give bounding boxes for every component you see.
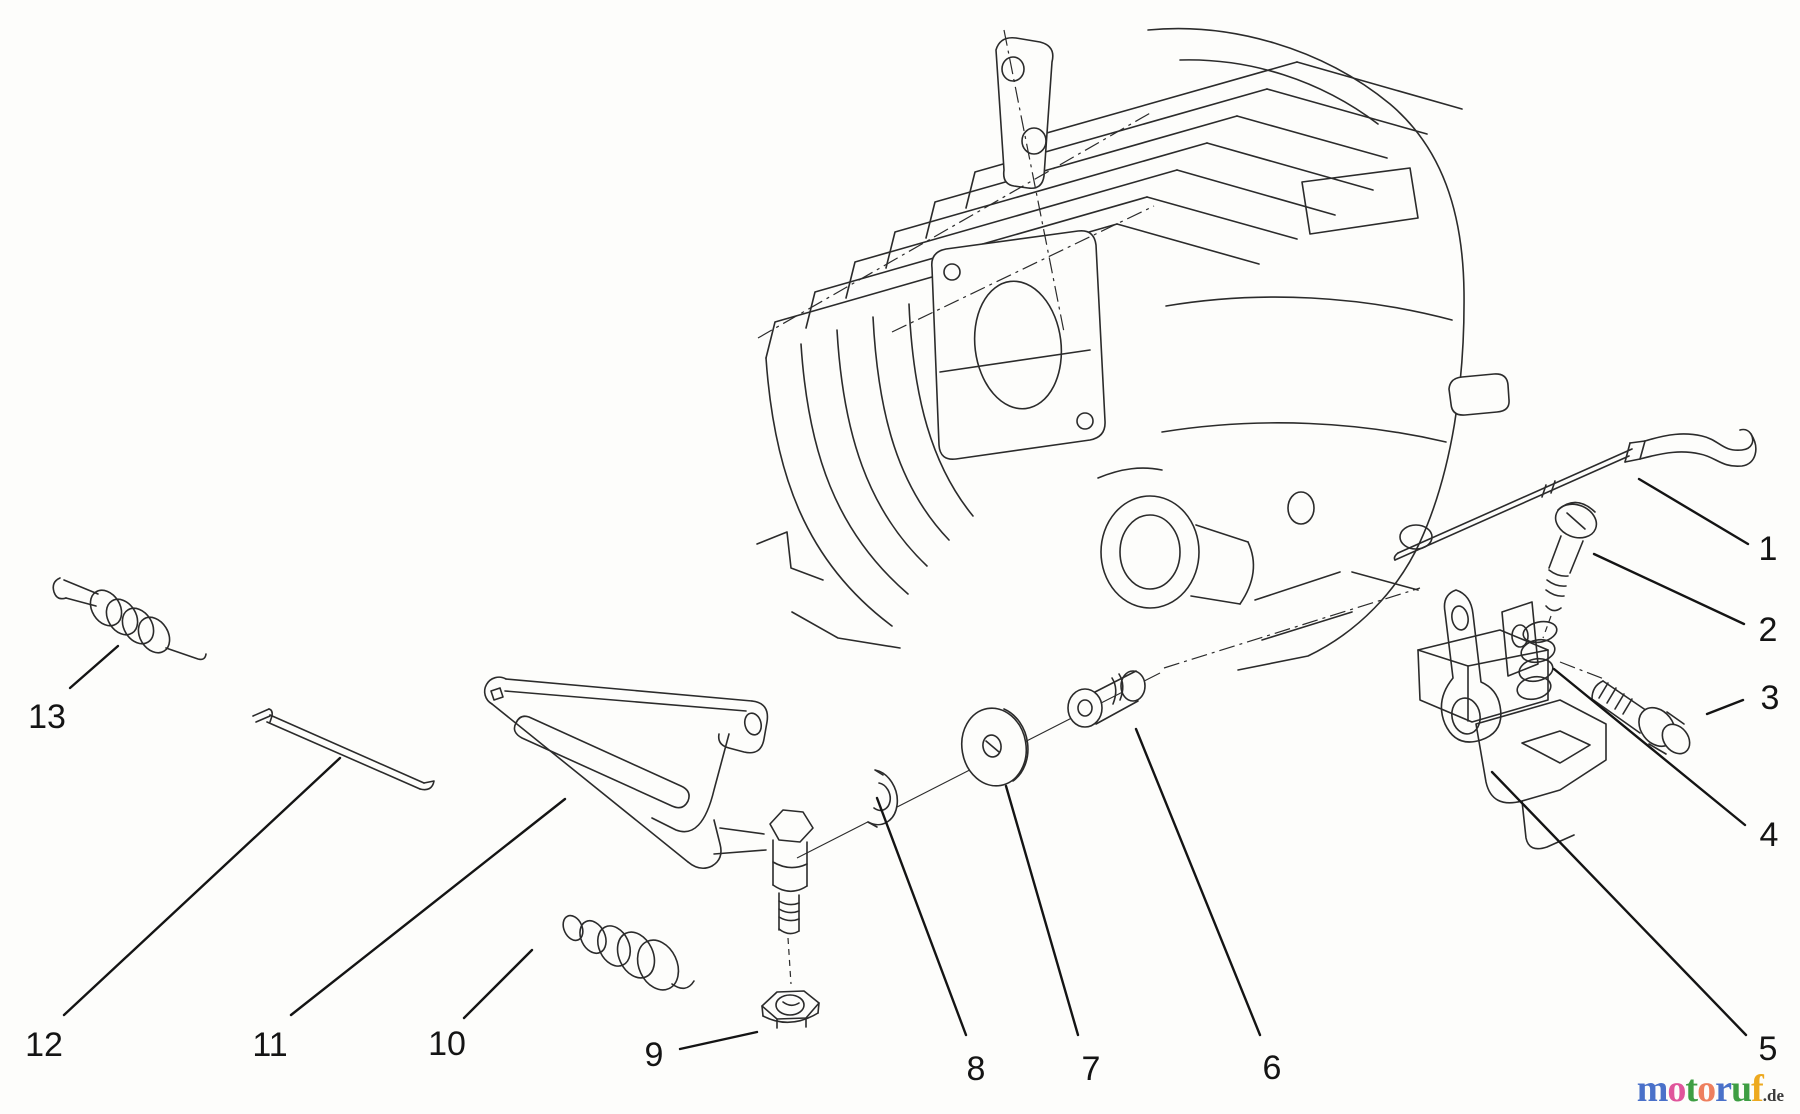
logo-letter: o: [1697, 1068, 1716, 1110]
mount-flange: [932, 231, 1105, 459]
callout-11-label: 11: [252, 1026, 287, 1064]
part-3-bolt: [1560, 662, 1695, 759]
cooling-fins: [766, 62, 1462, 358]
part-10-conical-spring: [559, 912, 694, 996]
callout-10-leader: [464, 950, 532, 1018]
callout-4-leader: [1554, 669, 1745, 825]
callout-4-label: 4: [1760, 816, 1779, 854]
callout-8-label: 8: [967, 1050, 986, 1088]
part-4-coil-spring: [1515, 619, 1559, 703]
callout-2-label: 2: [1759, 611, 1778, 649]
callout-8-leader: [877, 798, 966, 1035]
callout-12-label: 12: [25, 1026, 63, 1064]
logo-letter: t: [1685, 1068, 1698, 1110]
logo-letter: f: [1751, 1068, 1764, 1110]
part-7-washer: [956, 703, 1033, 791]
callout-12-leader: [64, 758, 340, 1015]
part-8-e-clip: [868, 770, 897, 827]
part-13-extension-spring: [53, 578, 206, 659]
callout-13-leader: [70, 646, 118, 688]
part-11-governor-lever: [485, 677, 768, 868]
callout-9-label: 9: [645, 1036, 664, 1074]
logo-wordmark: motoruf: [1636, 1068, 1764, 1110]
logo-letter: m: [1636, 1068, 1669, 1110]
callout-5-label: 5: [1759, 1030, 1778, 1068]
callout-9-leader: [680, 1032, 757, 1049]
callout-6-leader: [1136, 729, 1260, 1035]
part-2-screw: [1543, 498, 1601, 638]
assembly-axis-centerline: [1164, 588, 1420, 668]
ball-stud: [770, 810, 813, 984]
logo-letter: o: [1667, 1068, 1686, 1110]
callout-5-leader: [1492, 772, 1746, 1035]
callout-11-leader: [291, 799, 565, 1015]
part-5-governor-bracket: [1418, 590, 1606, 849]
head-bolt-boss: [996, 38, 1053, 189]
crankcase: [1098, 29, 1509, 670]
part-6-spacer: [1068, 671, 1145, 727]
callout-7-leader: [1006, 786, 1078, 1035]
bearing-boss: [1101, 496, 1253, 608]
part-9-hex-nut: [762, 991, 819, 1028]
logo-suffix: .de: [1762, 1086, 1784, 1105]
part-12-link-rod: [253, 709, 434, 790]
callout-10-label: 10: [428, 1025, 466, 1063]
logo-letter: u: [1730, 1068, 1752, 1110]
callout-6-label: 6: [1263, 1049, 1282, 1087]
centerlines: [758, 30, 1154, 338]
callout-3-leader: [1707, 700, 1743, 714]
part-1-governor-rod: [1394, 430, 1755, 561]
callout-1-label: 1: [1759, 530, 1778, 568]
callout-2-leader: [1594, 554, 1744, 624]
motoruf-logo[interactable]: motoruf.de: [1637, 1070, 1784, 1108]
callout-7-label: 7: [1082, 1050, 1101, 1088]
callout-13-label: 13: [28, 698, 66, 736]
callout-3-label: 3: [1761, 679, 1780, 717]
cylinder-arcs: [757, 304, 973, 648]
callout-1-leader: [1639, 479, 1748, 544]
logo-letter: r: [1715, 1068, 1732, 1110]
engine-block: [757, 29, 1509, 670]
